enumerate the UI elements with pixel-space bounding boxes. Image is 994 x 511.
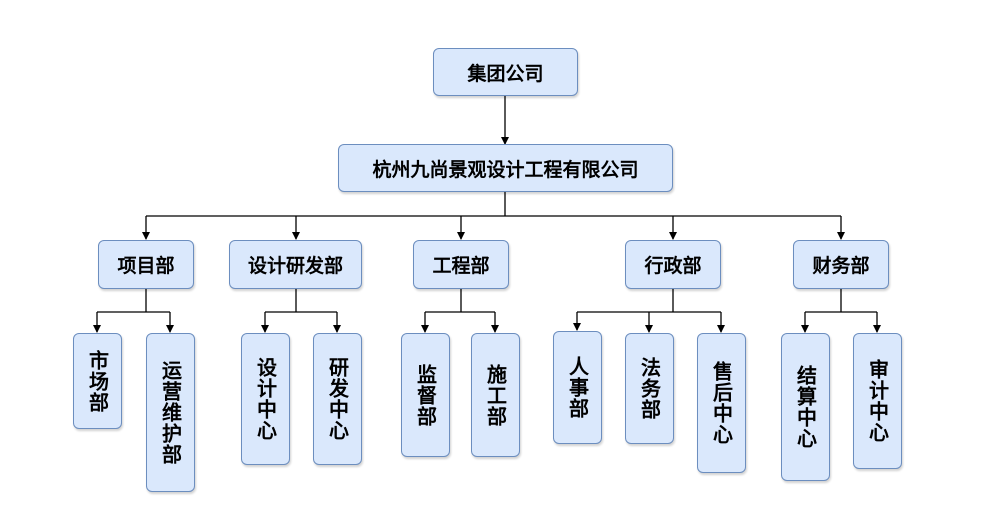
node-sub-operations-maintenance: 运营维护部 — [146, 333, 195, 492]
node-sub-after-sales: 售后中心 — [697, 333, 746, 473]
node-dept-design-rd: 设计研发部 — [229, 240, 362, 289]
node-sub-construction: 施工部 — [471, 333, 520, 457]
node-sub-market: 市场部 — [73, 333, 122, 429]
node-group-company: 集团公司 — [433, 48, 578, 96]
node-sub-design-center: 设计中心 — [241, 333, 290, 465]
node-dept-engineering: 工程部 — [413, 240, 509, 289]
node-sub-rd-center: 研发中心 — [313, 333, 362, 465]
node-dept-finance: 财务部 — [793, 240, 889, 289]
node-dept-admin: 行政部 — [625, 240, 721, 289]
node-sub-settlement-center: 结算中心 — [781, 333, 830, 481]
node-sub-supervision: 监督部 — [401, 333, 450, 457]
node-sub-legal: 法务部 — [625, 333, 674, 444]
node-dept-project: 项目部 — [98, 240, 194, 289]
node-sub-audit-center: 审计中心 — [853, 333, 902, 469]
node-hangzhou-company: 杭州九尚景观设计工程有限公司 — [338, 144, 673, 192]
node-sub-hr: 人事部 — [553, 331, 602, 444]
